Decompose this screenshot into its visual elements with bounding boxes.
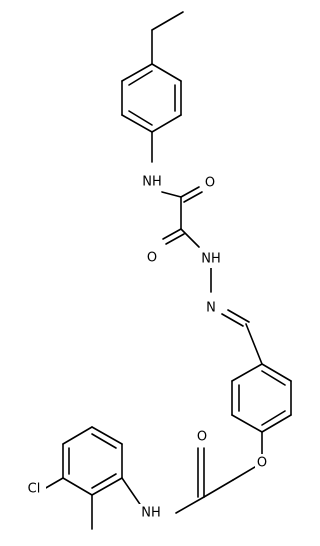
- atom-label-n: N: [206, 301, 216, 316]
- bond: [203, 479, 234, 498]
- atom-n-imine: N: [205, 299, 218, 317]
- atom-label-nh: NH: [141, 506, 161, 521]
- bond: [221, 313, 244, 327]
- atom-nhn: NH: [199, 250, 224, 268]
- bond: [261, 363, 292, 382]
- bond: [261, 414, 292, 433]
- atom-label-o: O: [147, 251, 157, 266]
- bond: [175, 496, 205, 514]
- bond: [91, 433, 117, 449]
- bond: [62, 477, 93, 496]
- bond: [261, 410, 286, 426]
- bond: [231, 363, 263, 382]
- atom-label-layer: NH O O NH N O O NH: [22, 173, 269, 522]
- bond: [128, 70, 153, 86]
- atom-o-upper: O: [203, 174, 217, 192]
- bond: [151, 114, 182, 133]
- atom-label-o: O: [257, 456, 267, 471]
- atom-label-background: [140, 173, 165, 191]
- bond: [231, 414, 263, 433]
- atom-label-cl: Cl: [28, 482, 41, 497]
- bond: [121, 114, 153, 133]
- atom-label-background: [145, 249, 159, 267]
- atom-label-background: [199, 250, 224, 268]
- bond: [261, 370, 286, 386]
- bond: [180, 186, 200, 198]
- bond: [162, 228, 182, 240]
- atom-o-amide: O: [195, 428, 209, 446]
- bond: [151, 63, 182, 82]
- atom-o-lower: O: [145, 249, 159, 267]
- atom-label-background: [22, 480, 46, 498]
- atom-label-o: O: [197, 430, 207, 445]
- bond: [165, 233, 185, 245]
- atom-label-background: [203, 174, 217, 192]
- atom-label-o: O: [205, 176, 215, 191]
- atom-nh-bottom: NH: [139, 504, 164, 522]
- chemical-structure-diagram: NH O O NH N O O NH: [22, 11, 292, 530]
- bond: [232, 466, 256, 481]
- atom-label-background: [139, 504, 164, 522]
- bond: [43, 477, 64, 490]
- atom-label-nh: NH: [201, 252, 221, 267]
- bond: [128, 110, 153, 126]
- atom-o-ether: O: [255, 454, 269, 472]
- bond: [183, 191, 203, 203]
- bond: [245, 323, 263, 365]
- bond: [91, 426, 123, 445]
- bond: [180, 228, 200, 248]
- atom-nh-top: NH: [140, 173, 165, 191]
- bond: [62, 426, 93, 445]
- bond: [227, 309, 250, 323]
- atom-label-background: [255, 454, 269, 472]
- atom-label-background: [195, 428, 209, 446]
- atom-cl: Cl: [22, 480, 46, 498]
- atom-label-nh: NH: [142, 175, 162, 190]
- bond: [121, 63, 153, 82]
- bond: [161, 191, 182, 198]
- atom-label-background: [205, 299, 218, 317]
- bond: [91, 473, 117, 489]
- bond: [91, 477, 123, 496]
- bond-layer: [43, 11, 292, 530]
- bond: [151, 11, 184, 31]
